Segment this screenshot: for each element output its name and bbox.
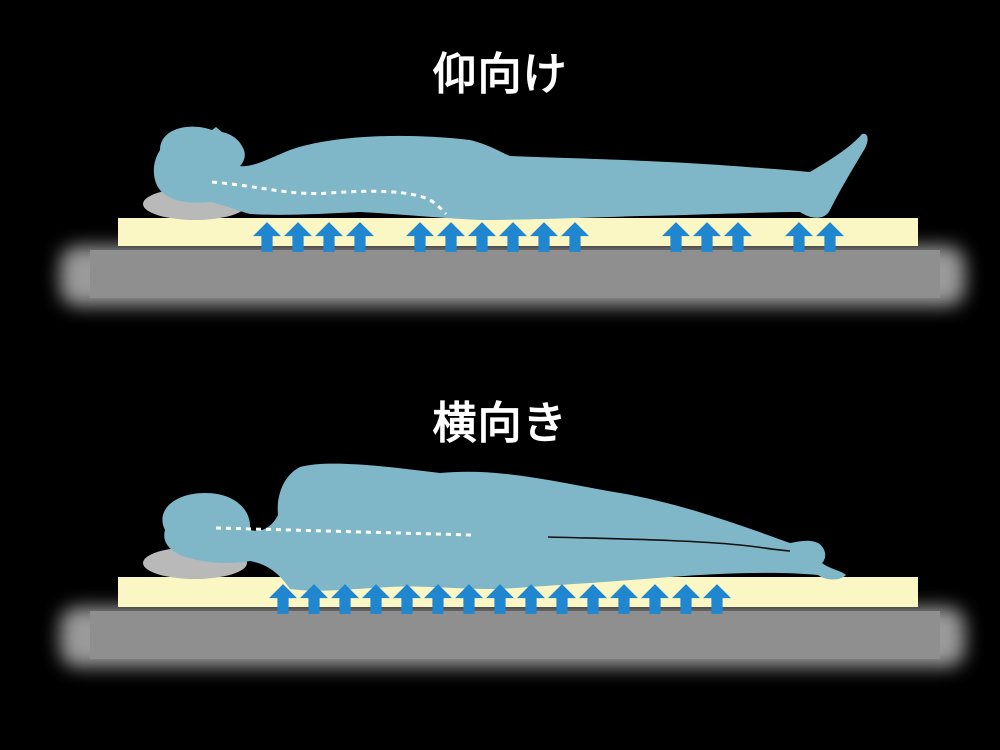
spine-line xyxy=(211,180,448,216)
supine-panel: 仰向け xyxy=(60,49,965,306)
supine-title: 仰向け xyxy=(432,49,568,100)
side-illustration xyxy=(60,463,965,667)
side-title: 横向き xyxy=(432,398,568,449)
supine-illustration xyxy=(60,126,965,306)
leg-line xyxy=(547,536,791,552)
supine-body-silhouette xyxy=(153,126,868,220)
bed-base-core xyxy=(90,250,940,298)
side-panel: 横向き xyxy=(0,375,1000,750)
bed-base-core xyxy=(90,611,940,659)
side-lying-body-silhouette xyxy=(162,463,847,591)
spine-line xyxy=(215,526,473,537)
